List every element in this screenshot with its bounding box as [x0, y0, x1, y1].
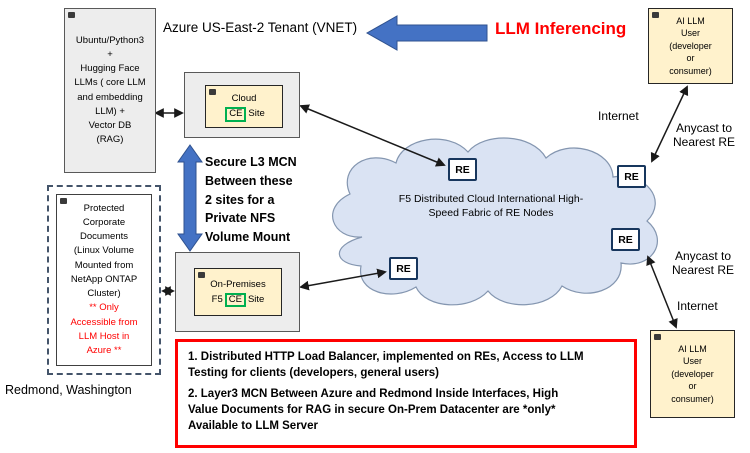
f5-cloud-label: F5 Distributed Cloud International High-…	[398, 193, 584, 220]
connector-aiuser-top-re	[650, 85, 689, 163]
onprem-ce-site-prefix: F5	[211, 293, 223, 305]
notes-box: 1. Distributed HTTP Load Balancer, imple…	[175, 339, 637, 448]
mcn-double-arrow	[177, 144, 203, 252]
connector-cloudce-re	[299, 104, 446, 167]
connector-aiuser-bottom-re	[646, 255, 678, 329]
llm-inferencing-label: LLM Inferencing	[495, 19, 627, 38]
location-label: Redmond, Washington	[5, 383, 132, 397]
onprem-ce-site-line1: On-Premises	[210, 278, 266, 290]
ai-user-bottom-text: AI LLM User (developer or consumer)	[671, 343, 714, 404]
re-node-right-top: RE	[617, 165, 646, 188]
cloud-ce-site-line1: Cloud	[231, 93, 257, 105]
corner-glyph-icon	[198, 272, 205, 278]
anycast-bottom-label: Anycast to Nearest RE	[671, 249, 735, 277]
corner-glyph-icon	[68, 12, 75, 18]
protected-docs-dashed-box: Protected Corporate Documents (Linux Vol…	[47, 185, 161, 375]
notes-item-1: 1. Distributed HTTP Load Balancer, imple…	[188, 351, 584, 380]
internet-top-label: Internet	[598, 109, 639, 123]
corner-glyph-icon	[60, 198, 67, 204]
protected-docs-warning: ** Only Accessible from LLM Host in Azur…	[70, 302, 138, 357]
ai-user-bottom-box: AI LLM User (developer or consumer)	[650, 330, 735, 418]
page-title: Azure US-East-2 Tenant (VNET)	[163, 20, 358, 35]
onprem-ce-site-suffix: Site	[247, 293, 265, 305]
re-node-right-lower: RE	[611, 228, 640, 251]
protected-docs-text: Protected Corporate Documents (Linux Vol…	[70, 202, 138, 300]
ce-highlight: CE	[224, 292, 246, 308]
corner-glyph-icon	[209, 89, 216, 95]
corner-glyph-icon	[652, 12, 659, 18]
notes-item-2: 2. Layer3 MCN Between Azure and Redmond …	[188, 388, 559, 433]
anycast-top-label: Anycast to Nearest RE	[672, 121, 736, 149]
protected-docs-box: Protected Corporate Documents (Linux Vol…	[56, 194, 152, 366]
ce-highlight: CE	[225, 107, 247, 122]
f5-cloud-shape	[332, 137, 658, 306]
internet-bottom-label: Internet	[677, 299, 718, 313]
azure-llm-host-text: Ubuntu/Python3 + Hugging Face LLMs ( cor…	[74, 34, 146, 146]
ai-user-top-text: AI LLM User (developer or consumer)	[669, 15, 712, 76]
azure-llm-host-box: Ubuntu/Python3 + Hugging Face LLMs ( cor…	[64, 8, 156, 173]
cloud-ce-site-suffix: Site	[248, 108, 265, 120]
llm-inferencing-arrow	[365, 15, 488, 51]
mcn-note-text: Secure L3 MCN Between these 2 sites for …	[205, 155, 297, 244]
re-node-bottom-left: RE	[389, 257, 418, 280]
corner-glyph-icon	[654, 334, 661, 340]
connector-onprem-re	[299, 268, 387, 291]
ai-user-top-box: AI LLM User (developer or consumer)	[648, 8, 733, 84]
re-node-top: RE	[448, 158, 477, 181]
